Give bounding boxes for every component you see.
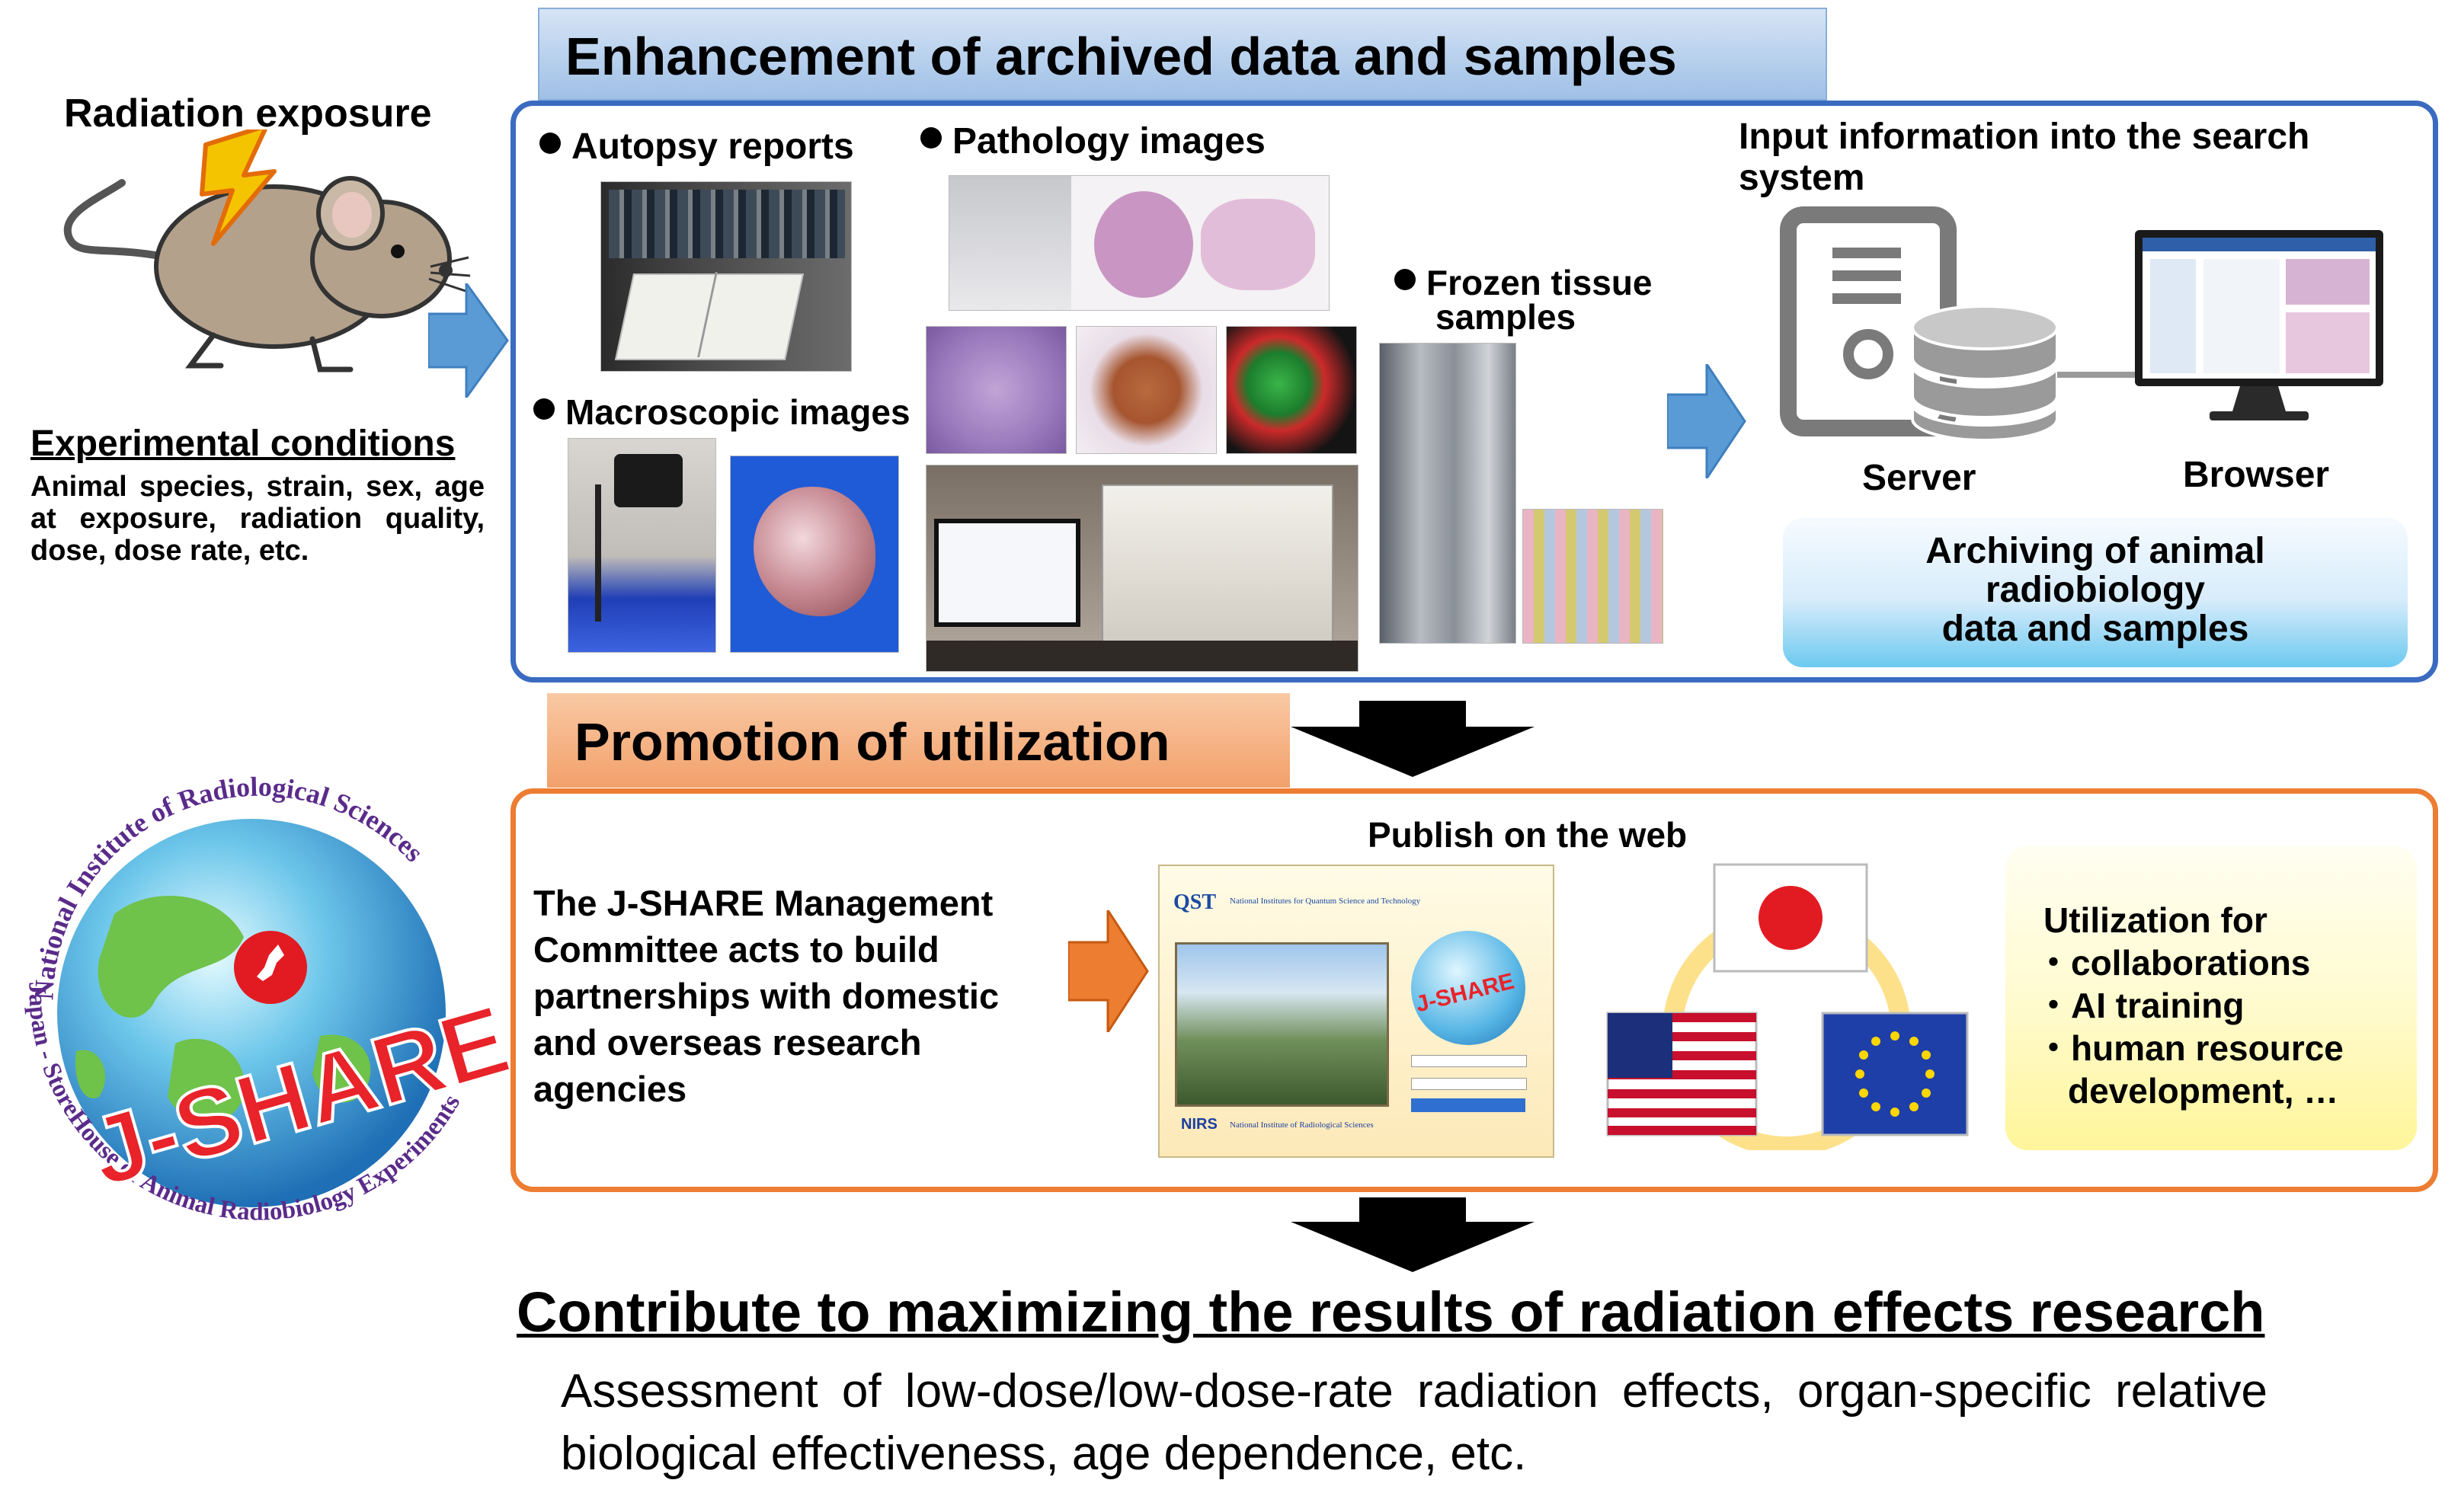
pathology-images-label: Pathology images xyxy=(920,120,1266,162)
browser-monitor-icon xyxy=(2135,230,2383,420)
utilization-list-box: Utilization for ・collaborations ・AI trai… xyxy=(2005,846,2417,1150)
archiving-line-1: Archiving of animal xyxy=(1925,531,2265,571)
conclusion-title: Contribute to maximizing the results of … xyxy=(517,1280,2265,1344)
j-share-logo: National Institute of Radiological Scien… xyxy=(23,772,510,1226)
international-partnership-graphic xyxy=(1606,863,1969,1150)
website-footer-brand: NIRS xyxy=(1181,1116,1218,1133)
website-screenshot: QST National Institutes for Quantum Scie… xyxy=(1158,865,1554,1158)
experimental-conditions-title: Experimental conditions xyxy=(30,424,456,464)
archiving-box: Archiving of animal radiobiology data an… xyxy=(1783,518,2408,667)
autopsy-reports-label: Autopsy reports xyxy=(539,126,854,168)
archiving-line-2: radiobiology xyxy=(1986,570,2205,610)
sample-tubes-photo xyxy=(1522,509,1663,644)
utilization-item: ・collaborations xyxy=(2036,943,2311,983)
connector-line xyxy=(2057,372,2141,378)
input-info-label-line2: system xyxy=(1739,158,1865,198)
input-info-label: Input information into the search xyxy=(1739,117,2310,157)
archiving-line-3: data and samples xyxy=(1941,609,2249,649)
bullet-icon xyxy=(1394,269,1416,290)
server-icon xyxy=(1780,206,2059,442)
experimental-conditions-body: Animal species, strain, sex, age at expo… xyxy=(30,471,485,567)
utilization-item: development, … xyxy=(2068,1071,2339,1111)
radiation-exposure-label: Radiation exposure xyxy=(64,91,432,136)
frozen-tissue-label-line2: samples xyxy=(1435,297,1576,337)
freezer-photo xyxy=(1379,343,1516,644)
macro-camera-photo xyxy=(568,438,716,653)
committee-text: The J-SHARE Management Committee acts to… xyxy=(533,883,1000,1109)
macroscopic-images-label: Macroscopic images xyxy=(533,392,910,433)
autopsy-report-photo xyxy=(600,181,852,372)
utilization-header-text: Promotion of utilization xyxy=(574,712,1170,772)
publish-on-web-label: Publish on the web xyxy=(1368,815,1688,855)
arrow-right-icon xyxy=(1068,910,1149,1032)
frozen-tissue-label: Frozen tissue xyxy=(1394,263,1653,303)
website-subtitle: National Institutes for Quantum Science … xyxy=(1230,897,1421,906)
conclusion-body: Assessment of low-dose/low-dose-rate rad… xyxy=(561,1365,2267,1480)
arrow-right-icon xyxy=(1667,364,1746,478)
utilization-item: ・human resource xyxy=(2036,1028,2344,1068)
website-footer-text: National Institute of Radiological Scien… xyxy=(1230,1120,1374,1130)
us-flag-icon xyxy=(1606,1012,1758,1136)
website-brand: QST xyxy=(1173,890,1217,914)
bullet-icon xyxy=(920,127,942,149)
browser-label: Browser xyxy=(2183,455,2330,495)
arrow-down-icon xyxy=(1291,1197,1535,1272)
arrow-right-icon xyxy=(428,283,509,398)
macro-tissue-photo xyxy=(730,456,899,653)
enhancement-header-text: Enhancement of archived data and samples xyxy=(565,27,1677,86)
enhancement-header: Enhancement of archived data and samples xyxy=(538,8,1827,101)
utilization-item: ・AI training xyxy=(2036,986,2245,1025)
utilization-header: Promotion of utilization xyxy=(547,693,1290,788)
histology-photo-2 xyxy=(1076,326,1217,454)
mouse-illustration xyxy=(63,129,471,372)
server-label: Server xyxy=(1862,458,1976,498)
bullet-icon xyxy=(533,398,555,420)
eu-flag-icon xyxy=(1821,1012,1969,1136)
histology-photo-1 xyxy=(926,326,1067,454)
pathology-slide-photo xyxy=(949,175,1330,311)
bullet-icon xyxy=(539,133,561,154)
japan-flag-icon xyxy=(1713,863,1868,973)
slide-scanner-photo xyxy=(926,465,1359,672)
utilization-title: Utilization for xyxy=(2043,900,2267,940)
arrow-down-icon xyxy=(1291,701,1535,777)
histology-photo-3 xyxy=(1226,326,1357,454)
